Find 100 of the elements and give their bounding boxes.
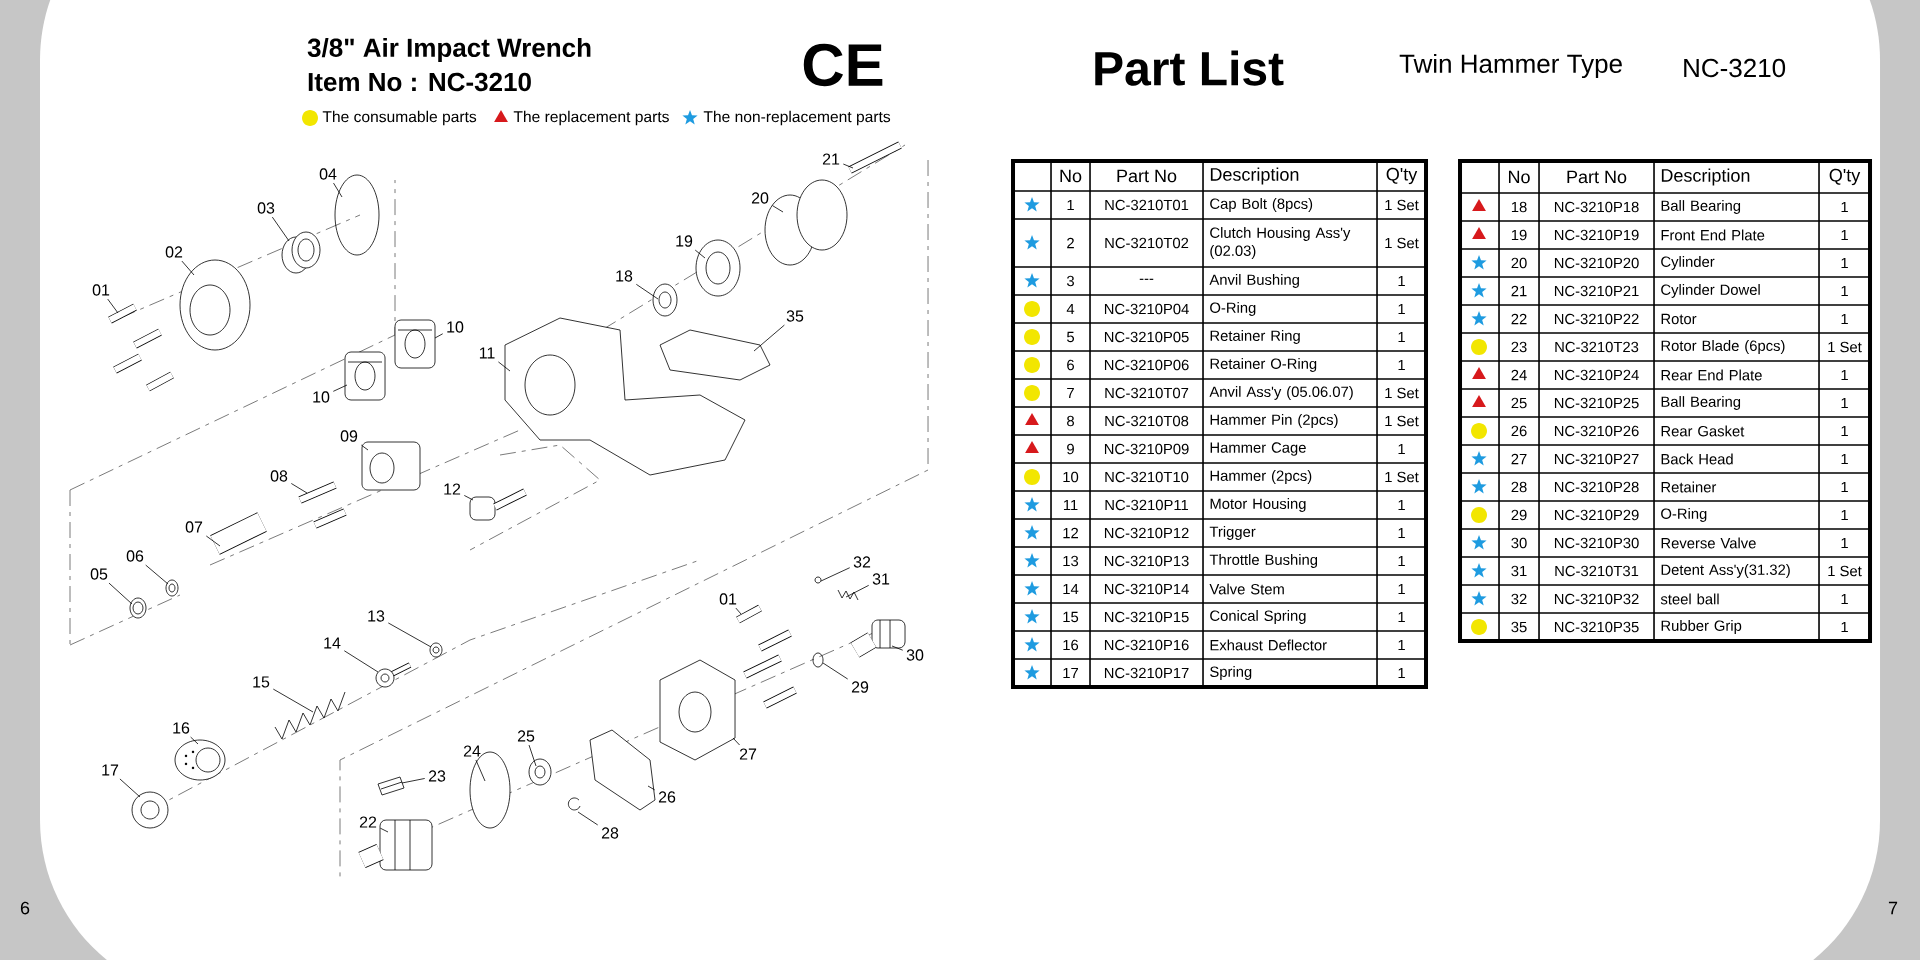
table-text: Rear Gasket <box>1661 425 1745 437</box>
triangle-icon <box>1472 395 1486 407</box>
screws-drawing <box>108 303 174 392</box>
table-text: Retainer Ring <box>1210 330 1300 344</box>
dowel-pin-drawing <box>848 141 902 174</box>
leader-line <box>387 622 432 648</box>
table-text: NC-3210P27 <box>1554 453 1639 465</box>
callout-number: 35 <box>786 310 804 322</box>
hammer-drawing <box>344 351 386 401</box>
table-text: 1 <box>1398 499 1405 511</box>
circle-icon <box>1471 339 1487 355</box>
star-icon <box>1471 563 1487 578</box>
table-text: 1 <box>1841 537 1848 549</box>
table-text: 1 <box>1841 425 1848 437</box>
table-text: steel ball <box>1660 593 1719 605</box>
exhaust-deflector-drawing <box>174 739 226 781</box>
leader-line <box>107 298 119 314</box>
callout-number: 27 <box>739 748 757 760</box>
table-text: Cap Bolt (8pcs) <box>1210 198 1313 212</box>
callout-number: 13 <box>368 610 385 622</box>
rotor-blade-drawing <box>377 776 405 796</box>
leader-line <box>694 249 706 259</box>
table-text: 1 <box>1398 359 1405 371</box>
leader-line <box>272 688 314 713</box>
table-text: NC-3210P04 <box>1104 303 1189 315</box>
leader-line <box>119 778 141 798</box>
leader-line <box>820 567 851 582</box>
table-text: 17 <box>1063 667 1078 679</box>
leader-line <box>379 827 389 833</box>
table-text: Rotor <box>1661 313 1697 325</box>
retainer-clip-drawing <box>568 797 581 811</box>
table-text: Valve Stem <box>1209 583 1284 595</box>
table-text: 11 <box>1063 499 1078 511</box>
circle-icon <box>1024 469 1040 485</box>
legend-text: The replacement parts <box>513 110 669 126</box>
star-icon <box>1471 479 1487 494</box>
table-text: 5 <box>1067 331 1074 343</box>
table-text: 26 <box>1511 425 1527 437</box>
table-text: Exhaust Deflector <box>1210 639 1327 651</box>
leader-line <box>577 811 599 826</box>
table-text: 18 <box>1511 201 1527 213</box>
star-icon <box>1471 591 1487 606</box>
table-text: NC-3210P13 <box>1104 555 1189 567</box>
table-text: 21 <box>1511 285 1527 297</box>
table-text: 2 <box>1067 237 1074 249</box>
table-text: Retainer <box>1661 481 1717 493</box>
column-header: Q'ty <box>1829 168 1861 186</box>
motor-housing-drawing <box>504 317 746 476</box>
callout-number: 24 <box>463 745 481 757</box>
table-text: NC-3210P19 <box>1554 229 1639 241</box>
leader-line <box>528 744 537 767</box>
column-header: Description <box>1661 168 1750 186</box>
table-text: 1 Set <box>1385 199 1419 211</box>
table-text: Ball Bearing <box>1661 200 1741 214</box>
callout-number: 06 <box>126 550 144 562</box>
callout-number: 26 <box>658 791 676 803</box>
callout-number: 22 <box>359 816 377 828</box>
triangle-icon <box>1472 227 1486 239</box>
hammer-drawing <box>394 319 436 369</box>
table-text: NC-3210T23 <box>1555 341 1639 353</box>
table-text: 6 <box>1067 359 1074 371</box>
bushing-drawing <box>281 231 321 274</box>
column-header: No <box>1509 170 1530 184</box>
spring-drawing <box>131 791 169 829</box>
leader-line <box>343 650 379 673</box>
table-text: 1 <box>1841 397 1848 409</box>
table-text: 25 <box>1511 397 1527 409</box>
table-text: NC-3210P20 <box>1554 257 1639 269</box>
column-header: No <box>1060 169 1082 183</box>
callout-number: 14 <box>324 637 341 649</box>
table-text: NC-3210P17 <box>1104 667 1189 679</box>
table-text: NC-3210P06 <box>1104 359 1189 371</box>
table-text: 1 <box>1398 275 1405 287</box>
leader-line <box>498 361 511 372</box>
triangle-icon <box>1472 199 1486 211</box>
table-text: Hammer Cage <box>1210 442 1306 456</box>
circle-icon <box>1471 619 1487 635</box>
leader-line <box>647 785 656 791</box>
star-icon <box>1471 451 1487 466</box>
table-text: 1 <box>1398 443 1405 455</box>
table-text: NC-3210P29 <box>1554 509 1639 521</box>
table-text: 1 Set <box>1828 341 1862 353</box>
table-text: O-Ring <box>1210 302 1256 316</box>
table-text: NC-3210P18 <box>1554 201 1639 213</box>
table-text: 35 <box>1511 621 1527 633</box>
table-text: NC-3210P05 <box>1104 331 1189 343</box>
table-text: 28 <box>1511 481 1527 493</box>
trigger-drawing <box>469 488 527 521</box>
star-icon <box>1471 311 1487 326</box>
table-text: 31 <box>1511 565 1527 577</box>
star-icon <box>1024 235 1040 250</box>
table-text: 1 Set <box>1385 471 1419 483</box>
circle-icon <box>1024 301 1040 317</box>
table-text: 10 <box>1063 471 1079 483</box>
leader-line <box>401 778 426 784</box>
leader-line <box>145 564 169 585</box>
table-text: Clutch Housing Ass'y (02.03) <box>1210 227 1351 259</box>
table-text: NC-3210T31 <box>1555 565 1639 577</box>
star-icon <box>1024 273 1040 288</box>
leader-line <box>434 333 444 339</box>
